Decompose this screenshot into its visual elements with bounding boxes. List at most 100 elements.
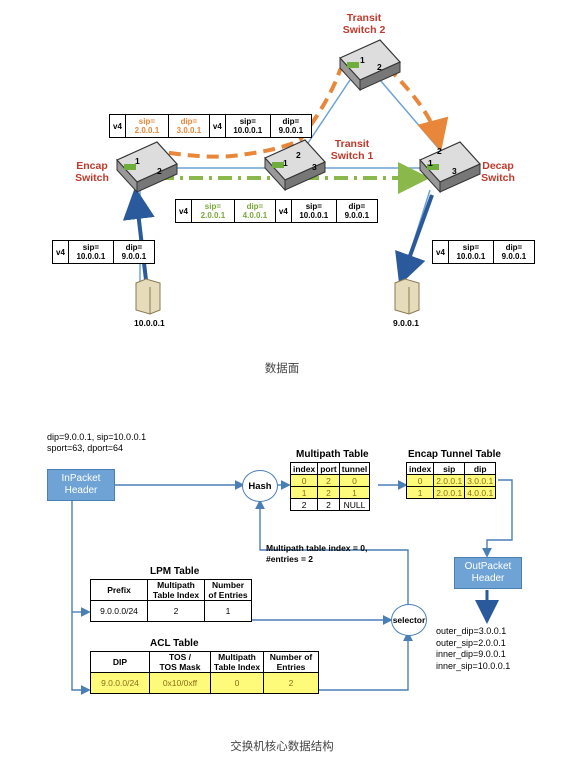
lpm-table: Prefix Multipath Table Index Number of E… (90, 579, 252, 622)
en-cell: 0 (405, 474, 435, 487)
hdr2-odip-label: dip= (246, 202, 264, 211)
hdr3-dip-label: dip= (125, 243, 143, 252)
hdr3-sip: sip=10.0.0.1 (69, 241, 114, 263)
switch-icon-decap (419, 141, 481, 194)
lpm-title: LPM Table (150, 566, 200, 577)
hdr2-odip: dip=4.0.0.1 (235, 200, 276, 222)
outpacket-l2: Header (471, 573, 505, 584)
out-field: outer_sip=2.0.0.1 (436, 637, 506, 648)
en-cell: 1 (405, 486, 435, 499)
en-cell: 3.0.0.1 (464, 474, 497, 487)
acl-cell: 9.0.0.0/24 (90, 672, 150, 694)
mp-col-port: port (317, 462, 340, 475)
packet-info-line2: sport=63, dport=64 (47, 443, 124, 453)
packet-info: dip=9.0.0.1, sip=10.0.0.1 sport=63, dpor… (47, 432, 146, 454)
hdr-v4: v4 (110, 115, 126, 137)
en-cell: 4.0.0.1 (464, 486, 497, 499)
acl-col-tos: TOS / TOS Mask (149, 651, 211, 673)
mp-cell: 2 (289, 498, 319, 511)
transit2-label-l1: Transit (346, 12, 382, 24)
hdr3-dip-value: 9.0.0.1 (121, 252, 147, 261)
switch-icon-encap (116, 141, 178, 194)
hdr-isip-label: sip= (239, 117, 256, 126)
port-t2-1: 1 (360, 55, 365, 65)
en-col-dip: dip (464, 462, 497, 475)
switch-icon-transit1 (264, 139, 326, 192)
core-flow-arrows (71, 479, 513, 695)
hdr-osip-label: sip= (138, 117, 156, 126)
decap-label: Decap Switch (478, 160, 518, 184)
mp-note-l1: Multipath table index = 0, (266, 543, 368, 553)
hdr-idip-label: dip= (282, 117, 300, 126)
port-t1-3: 3 (312, 162, 317, 172)
hdr-osip: sip=2.0.0.1 (126, 115, 169, 137)
acl-col-mpidx: Multipath Table Index (210, 651, 264, 673)
en-col-sip: sip (433, 462, 466, 475)
hdr-isip-value: 10.0.0.1 (233, 126, 263, 135)
out-field: inner_sip=10.0.0.1 (436, 660, 511, 671)
orange-path (149, 58, 449, 159)
mp-col-tunnel: tunnel (338, 462, 371, 475)
hdr4-sip-label: sip= (462, 243, 480, 252)
ingress-arrow (122, 187, 155, 281)
acl-col-entries: Number of Entries (263, 651, 319, 673)
mp-cell: NULL (338, 498, 371, 511)
table-row: 9.0.0.0/24 0x10/0xff 0 2 (90, 672, 319, 694)
encap-title: Encap Tunnel Table (408, 449, 501, 460)
server-icon-src (135, 278, 161, 315)
hdr4-sip-value: 10.0.0.1 (456, 252, 486, 261)
hdr3-dip: dip=9.0.0.1 (114, 241, 154, 263)
out-field: inner_dip=9.0.0.1 (436, 649, 506, 659)
hdr2-osip-value: 2.0.0.1 (200, 211, 226, 220)
port-de-2: 2 (437, 146, 442, 156)
inpacket-l1: InPacket (61, 473, 101, 484)
port-t2-2: 2 (377, 62, 382, 72)
en-cell: 2.0.0.1 (433, 486, 466, 499)
acl-cell: 2 (263, 672, 319, 694)
hdr2-osip: sip=2.0.0.1 (192, 200, 235, 222)
hdr-v4b: v4 (210, 115, 226, 137)
hdr2-odip-value: 4.0.0.1 (242, 211, 268, 220)
hdr4-sip: sip=10.0.0.1 (449, 241, 494, 263)
transit1-label-l2: Switch 1 (330, 150, 374, 162)
lpm-cell: 1 (204, 600, 252, 622)
server-icon-dst (394, 278, 420, 315)
hdr-idip: dip=9.0.0.1 (271, 115, 311, 137)
hdr2-idip-label: dip= (348, 202, 366, 211)
lpm-col-mpidx: Multipath Table Index (147, 579, 205, 601)
hdr4-dip: dip=9.0.0.1 (494, 241, 534, 263)
acl-table: DIP TOS / TOS Mask Multipath Table Index… (90, 651, 319, 694)
outpacket-header-box: OutPacket Header (454, 557, 522, 589)
hdr-idip-value: 9.0.0.1 (278, 126, 304, 135)
mp-cell: 0 (338, 474, 371, 487)
inpacket-header-box: InPacket Header (47, 469, 115, 501)
port-t1-2: 2 (296, 150, 301, 160)
port-t1-1: 1 (283, 158, 288, 168)
hdr3-sip-value: 10.0.0.1 (76, 252, 106, 261)
mp-cell: 2 (317, 474, 340, 487)
decap-label-l1: Decap (482, 160, 514, 172)
hdr2-osip-label: sip= (204, 202, 222, 211)
encap-label: Encap Switch (72, 160, 112, 184)
hash-node: Hash (242, 470, 278, 502)
header-box-right: v4 sip=10.0.0.1 dip=9.0.0.1 (432, 240, 535, 264)
lpm-cell: 2 (147, 600, 205, 622)
hdr3-sip-label: sip= (82, 243, 100, 252)
hdr2-v4b: v4 (276, 200, 292, 222)
hdr-odip-value: 3.0.0.1 (176, 126, 202, 135)
transit2-label-l2: Switch 2 (342, 24, 386, 36)
mp-cell: 2 (317, 486, 340, 499)
port-en-1: 1 (135, 156, 140, 166)
multipath-note: Multipath table index = 0, #entries = 2 (266, 543, 367, 565)
caption-core: 交换机核心数据结构 (230, 741, 334, 753)
en-col-index: index (405, 462, 435, 475)
transit1-label: Transit Switch 1 (322, 138, 382, 162)
hdr4-v4: v4 (433, 241, 449, 263)
encap-label-l2: Switch (75, 172, 109, 184)
hdr2-v4: v4 (176, 200, 192, 222)
